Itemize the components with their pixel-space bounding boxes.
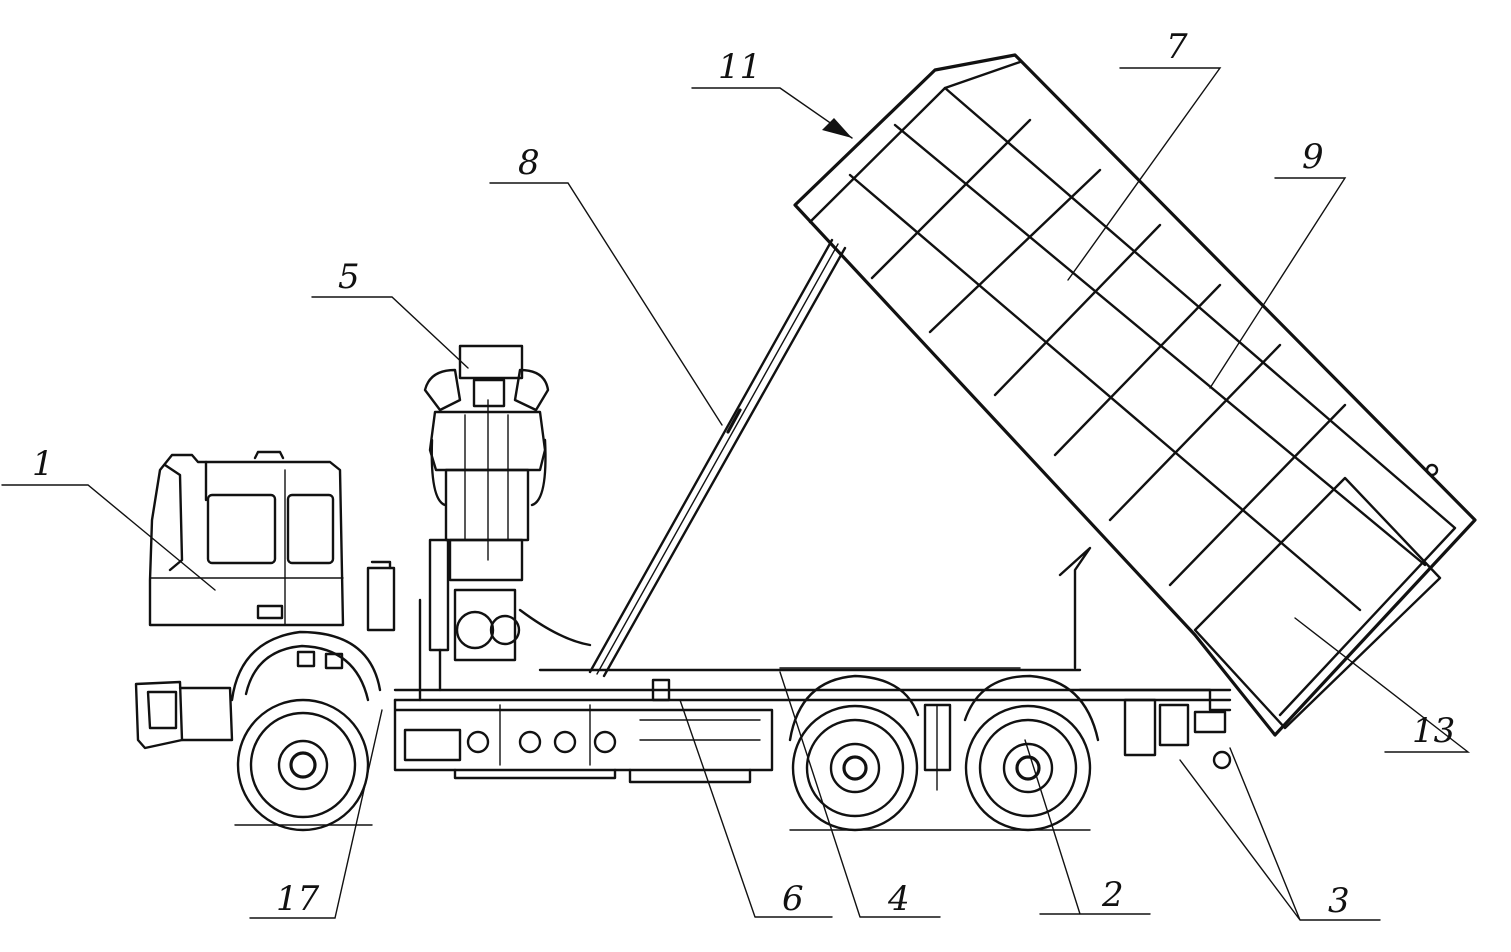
axle-center xyxy=(923,703,952,791)
loader-crane xyxy=(418,344,592,702)
label-3: 3 xyxy=(1328,881,1350,921)
label-7: 7 xyxy=(1166,27,1188,67)
leader-3 xyxy=(1179,747,1381,921)
leader-7 xyxy=(1067,67,1222,281)
leader-1 xyxy=(1,484,216,591)
leader-6 xyxy=(679,699,833,918)
leader-lines xyxy=(1,67,1471,921)
label-1: 1 xyxy=(32,444,54,484)
label-8: 8 xyxy=(518,143,540,183)
leader-11 xyxy=(691,87,853,139)
truck-cab xyxy=(134,450,396,750)
label-2: 2 xyxy=(1101,875,1124,915)
front-wheel xyxy=(234,698,373,832)
tipped-dump-body xyxy=(793,53,1477,737)
leader-5 xyxy=(311,296,469,369)
label-13: 13 xyxy=(1412,711,1455,751)
hydraulic-cylinder xyxy=(588,238,847,678)
leader-13 xyxy=(1294,617,1471,753)
leader-2 xyxy=(1024,739,1151,915)
leader-8 xyxy=(489,182,723,426)
leader-4 xyxy=(779,671,941,918)
label-4: 4 xyxy=(887,879,910,919)
leader-9 xyxy=(1209,177,1347,389)
label-6: 6 xyxy=(782,879,804,919)
rear-wheel-2 xyxy=(963,674,1100,832)
label-17: 17 xyxy=(276,879,320,919)
leader-17 xyxy=(249,709,383,919)
label-9: 9 xyxy=(1302,137,1324,177)
label-11: 11 xyxy=(718,47,761,87)
chassis-frame xyxy=(393,667,1232,784)
label-5: 5 xyxy=(338,257,360,297)
